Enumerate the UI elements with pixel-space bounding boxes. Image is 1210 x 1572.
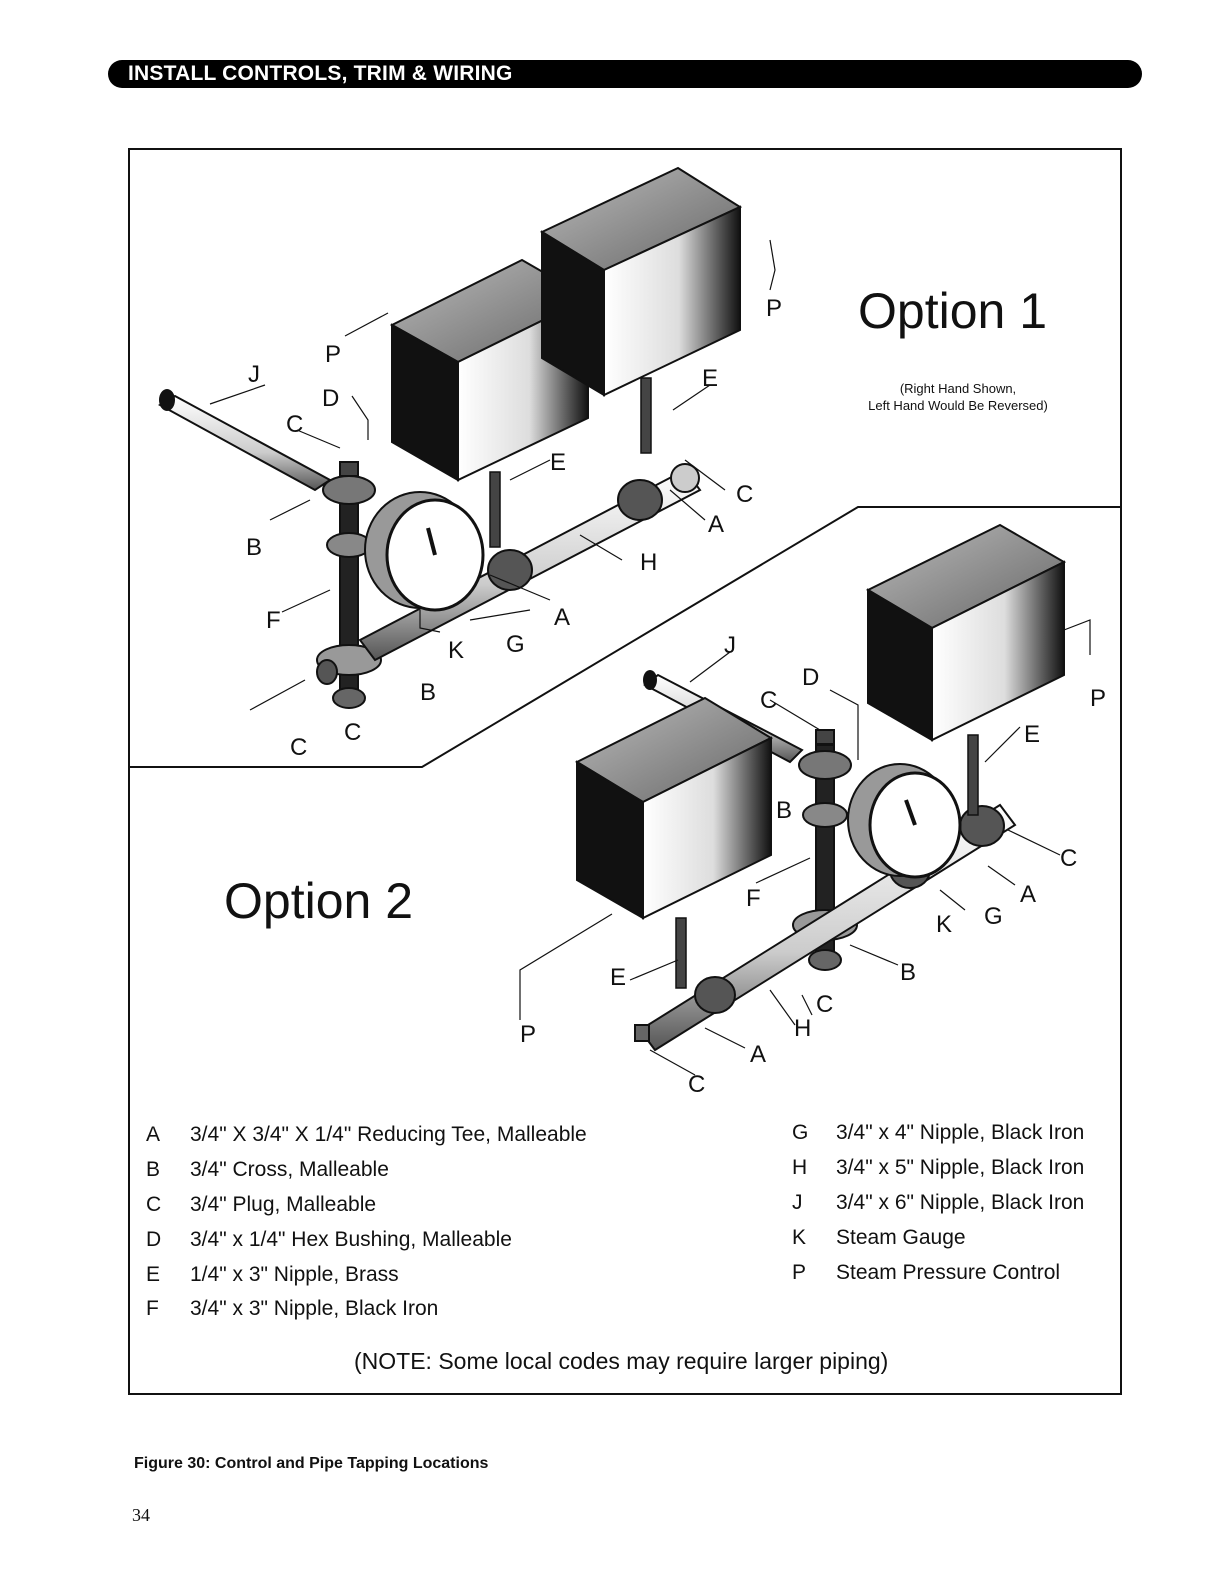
steam-gauge-option1 — [364, 491, 485, 612]
main-pipe-option1 — [358, 463, 702, 662]
label-c-option2d: C — [688, 1071, 705, 1098]
section-header-title: INSTALL CONTROLS, TRIM & WIRING — [128, 62, 513, 85]
legend-row: H 3/4" x 5" Nipple, Black Iron — [792, 1151, 1084, 1186]
label-h-option2: H — [794, 1015, 811, 1042]
label-d-option2: D — [802, 664, 819, 691]
option2-illustration: J D C P E B C A G K F B E C H P A C — [519, 523, 1106, 1098]
riser-option1 — [316, 461, 382, 709]
section-header-bar: INSTALL CONTROLS, TRIM & WIRING — [108, 60, 1142, 88]
legend-row: A 3/4" X 3/4" X 1/4" Reducing Tee, Mallea… — [146, 1118, 587, 1153]
label-g-option2: G — [984, 903, 1003, 930]
legend-row: D 3/4" x 1/4" Hex Bushing, Malleable — [146, 1222, 587, 1257]
legend-row: J 3/4" x 6" Nipple, Black Iron — [792, 1186, 1084, 1221]
label-p-option2a: P — [1090, 685, 1106, 712]
label-j-option1: J — [248, 361, 260, 388]
legend-text: 3/4" Cross, Malleable — [190, 1158, 389, 1182]
pressure-control-box-option2a — [574, 696, 774, 920]
option1-note-line2: Left Hand Would Be Reversed) — [868, 398, 1048, 413]
label-p-option1a: P — [325, 341, 341, 368]
option2-title: Option 2 — [224, 873, 414, 929]
legend-key: P — [792, 1260, 807, 1284]
legend-text: 3/4" x 3" Nipple, Black Iron — [190, 1297, 439, 1321]
option1-note-line1: (Right Hand Shown, — [899, 381, 1017, 396]
label-j-option2: J — [724, 632, 736, 659]
legend-row: P Steam Pressure Control — [792, 1255, 1084, 1290]
label-b-option2a: B — [776, 797, 792, 824]
leader-lines-option1 — [209, 239, 776, 711]
label-e-option2b: E — [610, 964, 626, 991]
label-p-option2b: P — [520, 1021, 536, 1048]
steam-gauge-option2 — [847, 763, 962, 879]
legend-row: G 3/4" x 4" Nipple, Black Iron — [792, 1116, 1084, 1151]
legend-key: A — [146, 1123, 161, 1147]
label-e-option1b: E — [702, 365, 718, 392]
parts-legend-right: G 3/4" x 4" Nipple, Black Iron H 3/4" x 5"… — [792, 1116, 1084, 1290]
legend-row: E 1/4" x 3" Nipple, Brass — [146, 1257, 587, 1292]
legend-key: J — [792, 1190, 803, 1214]
label-c-option2b: C — [1060, 845, 1077, 872]
legend-row: B 3/4" Cross, Malleable — [146, 1153, 587, 1188]
pressure-control-box-option1b — [539, 166, 743, 397]
legend-text: 3/4" x 6" Nipple, Black Iron — [836, 1190, 1085, 1214]
label-f-option2: F — [746, 885, 761, 912]
figure-caption: Figure 30: Control and Pipe Tapping Loca… — [134, 1455, 489, 1472]
label-b-option1b: B — [420, 679, 436, 706]
option-divider — [130, 506, 1120, 768]
legend-text: 3/4" x 1/4" Hex Bushing, Malleable — [190, 1227, 512, 1251]
label-a-option1b: A — [708, 511, 724, 538]
legend-key: C — [146, 1192, 162, 1216]
label-p-option1b: P — [766, 295, 782, 322]
legend-text: 3/4" x 4" Nipple, Black Iron — [836, 1121, 1085, 1145]
legend-text: 3/4" Plug, Malleable — [190, 1192, 377, 1216]
label-b-option2b: B — [900, 959, 916, 986]
legend-row: C 3/4" Plug, Malleable — [146, 1188, 587, 1223]
label-h-option1: H — [640, 549, 657, 576]
label-c-option2c: C — [816, 991, 833, 1018]
option1-title: Option 1 — [858, 283, 1048, 339]
label-f-option1: F — [266, 607, 281, 634]
legend-row: F 3/4" x 3" Nipple, Black Iron — [146, 1292, 587, 1327]
legend-text: Steam Pressure Control — [836, 1260, 1061, 1284]
legend-key: K — [792, 1225, 807, 1249]
legend-key: E — [146, 1262, 161, 1286]
legend-key: B — [146, 1158, 161, 1182]
label-a-option1a: A — [554, 604, 570, 631]
legend-text: 3/4" x 5" Nipple, Black Iron — [836, 1156, 1085, 1180]
piping-note: (NOTE: Some local codes may require larg… — [354, 1348, 889, 1374]
leader-lines-option2 — [519, 619, 1091, 1076]
label-e-option2a: E — [1024, 721, 1040, 748]
legend-text: Steam Gauge — [836, 1225, 966, 1249]
label-d-option1: D — [322, 385, 339, 412]
legend-text: 3/4" X 3/4" X 1/4" Reducing Tee, Malleab… — [190, 1123, 587, 1147]
label-c-option1c: C — [344, 719, 361, 746]
label-b-option1a: B — [246, 534, 262, 561]
label-a-option2a: A — [1020, 881, 1036, 908]
label-c-option1d: C — [736, 481, 753, 508]
pipe-j-option1 — [157, 389, 332, 492]
page-number: 34 — [132, 1505, 150, 1525]
label-k-option2: K — [936, 911, 952, 938]
legend-text: 1/4" x 3" Nipple, Brass — [190, 1262, 399, 1286]
option1-illustration: J P D C B F K G A B C C E H A C E P — [157, 166, 782, 761]
legend-key: G — [792, 1121, 809, 1145]
legend-key: F — [146, 1297, 159, 1321]
label-c-option1a: C — [286, 411, 303, 438]
piping-diagram: J P D C B F K G A B C C E H A C E P — [130, 166, 1120, 1098]
figure-frame: J P D C B F K G A B C C E H A C E P — [128, 148, 1122, 1395]
legend-key: H — [792, 1156, 808, 1180]
parts-legend-left: A 3/4" X 3/4" X 1/4" Reducing Tee, Mallea… — [146, 1118, 587, 1327]
label-a-option2b: A — [750, 1041, 766, 1068]
label-c-option1b: C — [290, 734, 307, 761]
legend-key: D — [146, 1227, 162, 1251]
label-k-option1: K — [448, 637, 464, 664]
label-e-option1a: E — [550, 449, 566, 476]
legend-row: K Steam Gauge — [792, 1220, 1084, 1255]
pressure-control-box-option2b — [865, 523, 1067, 742]
option1-note: (Right Hand Shown, Left Hand Would Be Re… — [830, 380, 1086, 414]
label-g-option1: G — [506, 631, 525, 658]
label-c-option2a: C — [760, 687, 777, 714]
